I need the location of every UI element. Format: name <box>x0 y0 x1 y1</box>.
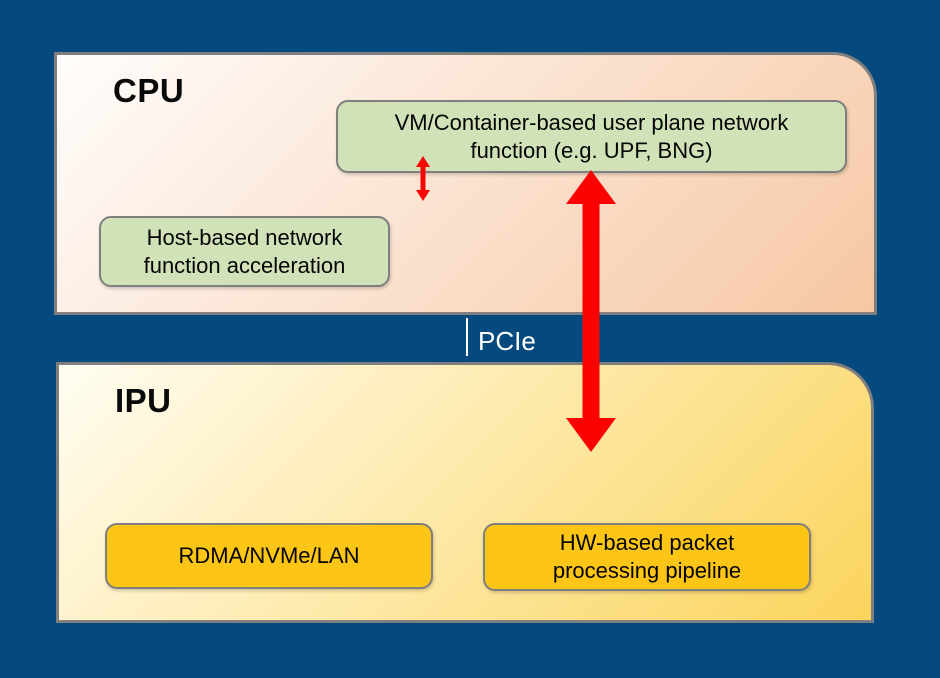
hw-box-label-line2: processing pipeline <box>552 558 742 583</box>
vm-box-label-line2: function (e.g. UPF, BNG) <box>470 137 713 163</box>
rdma-nvme-lan-box: RDMA/NVMe/LAN <box>105 523 433 589</box>
pcie-label: PCIe <box>478 326 536 356</box>
vm-container-upf-box: VM/Container-based user plane network fu… <box>336 100 847 173</box>
rdma-box-label: RDMA/NVMe/LAN <box>178 543 360 568</box>
pcie-divider-line <box>466 318 468 356</box>
host-box-label-line2: function acceleration <box>143 252 346 278</box>
hw-packet-pipeline-box: HW-based packet processing pipeline <box>483 523 811 591</box>
vm-box-label-line1: VM/Container-based user plane network <box>394 109 789 135</box>
large-bidirectional-arrow-icon <box>566 170 616 452</box>
hw-box-label-line1: HW-based packet <box>559 530 735 555</box>
host-box-label-line1: Host-based network <box>146 224 343 250</box>
host-network-accel-box: Host-based network function acceleration <box>99 216 390 287</box>
cpu-title: CPU <box>113 72 185 109</box>
ipu-block: IPU RDMA/NVMe/LAN HW-based packet proces… <box>56 362 874 623</box>
cpu-block: CPU VM/Container-based user plane networ… <box>54 52 877 315</box>
small-bidirectional-arrow-icon <box>416 156 430 201</box>
ipu-title: IPU <box>115 382 172 419</box>
